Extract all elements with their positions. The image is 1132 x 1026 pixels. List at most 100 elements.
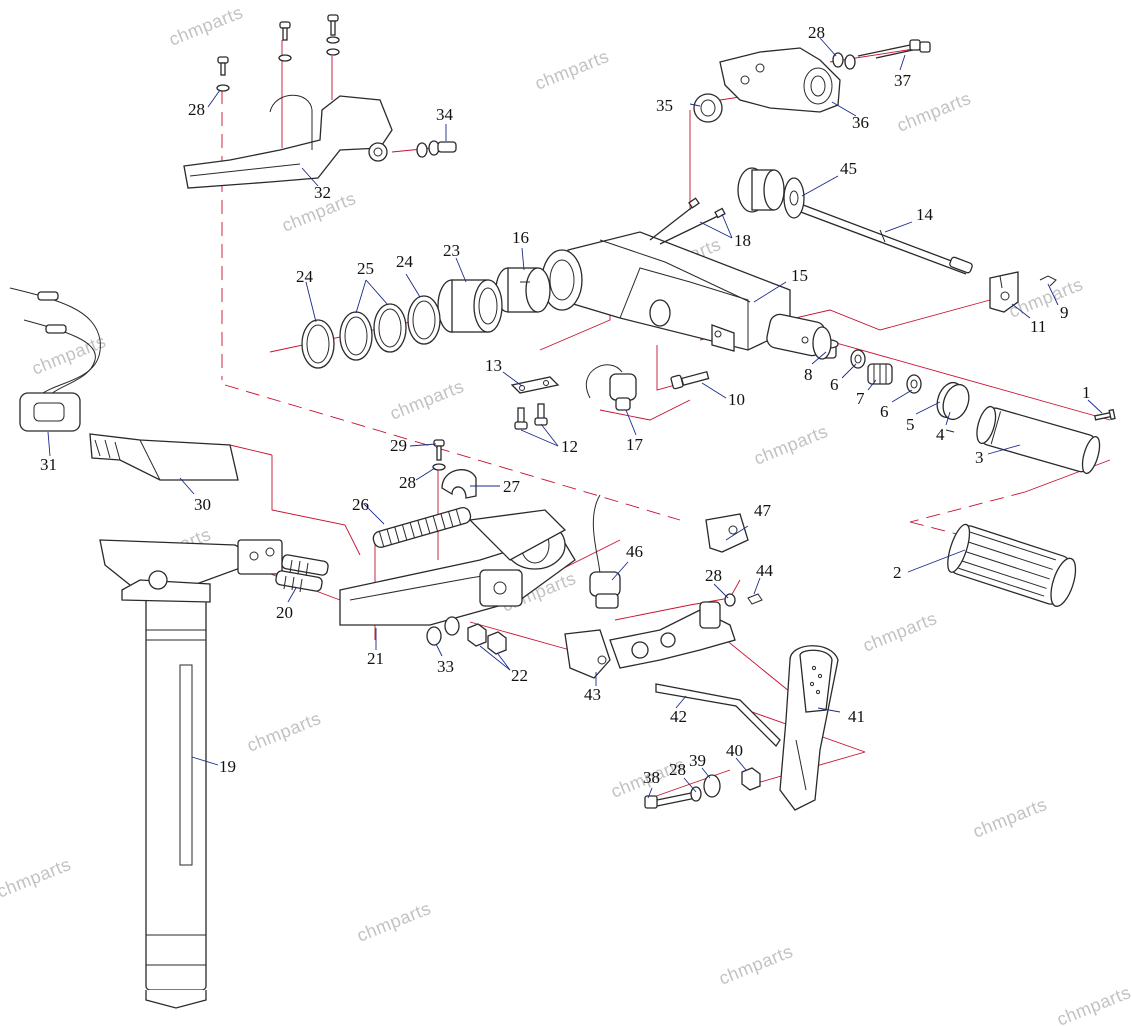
part-25-o-ring — [339, 303, 407, 361]
callout-18: 18 — [734, 231, 751, 250]
watermark: chmparts — [166, 2, 246, 50]
callout-2: 2 — [893, 563, 902, 582]
callout-43: 43 — [584, 685, 601, 704]
part-18-screws — [649, 197, 726, 245]
part-14-throttle-shaft — [789, 199, 973, 275]
part-37-bolts — [857, 39, 931, 59]
callout-47: 47 — [754, 501, 772, 520]
callout-36: 36 — [852, 113, 869, 132]
callout-20: 20 — [276, 603, 293, 622]
part-32-screws — [216, 14, 340, 92]
part-20-studs — [275, 554, 329, 593]
watermark: chmparts — [532, 46, 612, 94]
watermark: chmparts — [354, 898, 434, 946]
part-17-stop-switch — [585, 364, 637, 411]
part-39-spacer — [690, 774, 721, 802]
part-30-cable-boot — [89, 433, 239, 481]
callout-22: 22 — [511, 666, 528, 685]
part-16-insert — [495, 267, 551, 313]
part-4-5-friction-ring — [936, 381, 970, 433]
callout-27: 27 — [503, 477, 521, 496]
part-number-labels: 1 2 3 4 5 6 6 7 8 9 10 11 12 13 14 15 16… — [40, 23, 1091, 787]
callout-29: 29 — [390, 436, 407, 455]
callout-34: 34 — [436, 105, 454, 124]
callout-37: 37 — [894, 71, 912, 90]
part-11-shaft-bracket — [989, 271, 1019, 313]
callout-26: 26 — [352, 495, 369, 514]
callout-30: 30 — [194, 495, 211, 514]
watermark: chmparts — [751, 421, 831, 469]
watermark: chmparts — [0, 854, 74, 902]
part-27-clamp — [441, 469, 477, 499]
part-12-screws — [514, 403, 548, 430]
part-7-spring — [867, 363, 893, 385]
callout-16: 16 — [512, 228, 529, 247]
callout-11: 11 — [1030, 317, 1046, 336]
callout-28: 28 — [188, 100, 205, 119]
part-29-screw — [433, 439, 445, 461]
part-35-bushing — [693, 93, 723, 123]
callout-25: 25 — [357, 259, 374, 278]
part-44-cotter-pin — [747, 593, 763, 605]
callout-6: 6 — [830, 375, 839, 394]
part-3-grip-shaft — [976, 405, 1101, 475]
part-28-washer — [724, 593, 736, 607]
part-47-plate — [705, 513, 749, 553]
part-6-washer — [906, 374, 922, 394]
callout-1: 1 — [1082, 383, 1091, 402]
watermark: chmparts — [716, 941, 796, 989]
part-2-throttle-grip — [947, 523, 1077, 607]
part-1-screw — [1094, 408, 1116, 421]
part-26-spring — [372, 506, 472, 548]
callout-15: 15 — [791, 266, 808, 285]
watermark: chmparts — [387, 376, 467, 424]
callout-44: 44 — [756, 561, 774, 580]
callout-17: 17 — [626, 435, 644, 454]
callout-14: 14 — [916, 205, 934, 224]
part-19-steering-shaft — [99, 539, 283, 1009]
part-28-washer — [432, 463, 446, 471]
part-31-connector — [9, 287, 101, 432]
part-23-bushing — [437, 279, 503, 333]
watermark: chmparts — [970, 794, 1050, 842]
part-42-shift-rod — [655, 683, 781, 748]
callout-10: 10 — [728, 390, 745, 409]
callout-28: 28 — [808, 23, 825, 42]
watermark: chmparts — [1054, 982, 1132, 1026]
callout-35: 35 — [656, 96, 673, 115]
callout-32: 32 — [314, 183, 331, 202]
callout-9: 9 — [1060, 303, 1069, 322]
part-32-upper-cover — [183, 94, 393, 189]
callout-46: 46 — [626, 542, 643, 561]
callout-21: 21 — [367, 649, 384, 668]
part-24-o-ring — [301, 319, 335, 369]
callout-8: 8 — [804, 365, 813, 384]
callout-38: 38 — [643, 768, 660, 787]
callout-7: 7 — [856, 389, 865, 408]
part-24-o-ring — [407, 295, 441, 345]
part-45-throttle-drum — [737, 167, 805, 219]
callout-39: 39 — [689, 751, 706, 770]
callout-28: 28 — [399, 473, 416, 492]
part-40-nut — [741, 767, 761, 791]
callout-24: 24 — [396, 252, 414, 271]
part-10-adjuster-screw — [670, 370, 710, 390]
part-38-bolt — [644, 791, 697, 809]
part-9-clip — [1039, 275, 1057, 287]
callout-5: 5 — [906, 415, 915, 434]
part-22-nuts — [467, 623, 507, 655]
callout-28: 28 — [669, 760, 686, 779]
callout-40: 40 — [726, 741, 743, 760]
callout-45: 45 — [840, 159, 857, 178]
callout-12: 12 — [561, 437, 578, 456]
callout-13: 13 — [485, 356, 502, 375]
part-36-mount-bracket — [719, 47, 841, 113]
watermark: chmparts — [29, 331, 109, 379]
part-28-washer — [832, 52, 856, 70]
part-43-shift-linkage — [564, 601, 736, 679]
callout-28: 28 — [705, 566, 722, 585]
callout-19: 19 — [219, 757, 236, 776]
callout-23: 23 — [443, 241, 460, 260]
pointer-lines — [47, 37, 1103, 799]
